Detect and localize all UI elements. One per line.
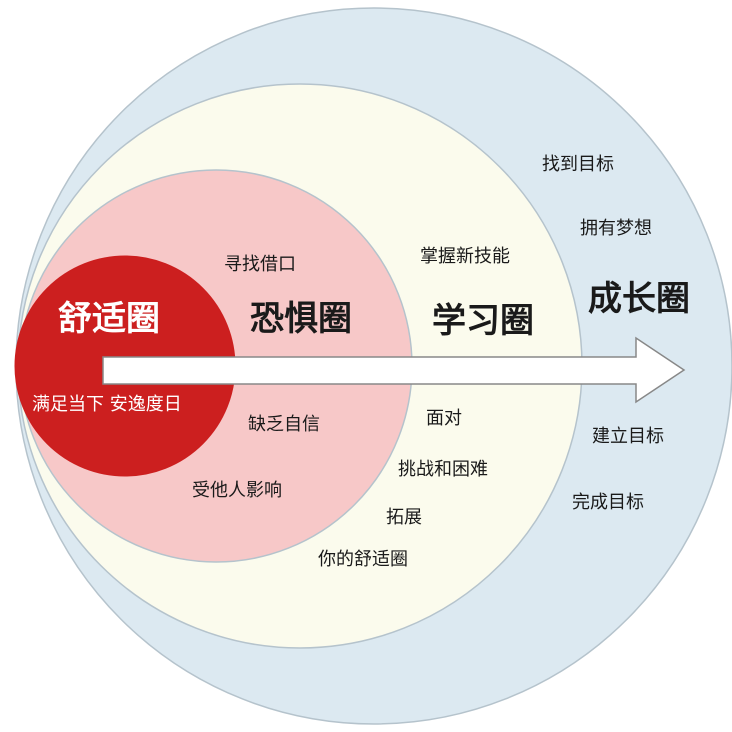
learning-zone-item: 面对: [426, 408, 462, 429]
growth-zone-title: 成长圈: [588, 279, 690, 319]
comfort-zone-item: 满足当下 安逸度日: [32, 394, 182, 415]
learning-zone-item: 你的舒适圈: [318, 549, 408, 570]
growth-zone-item: 完成目标: [572, 492, 644, 513]
learning-zone-item: 掌握新技能: [420, 246, 510, 267]
learning-zone-item: 挑战和困难: [398, 459, 488, 480]
fear-zone-title: 恐惧圈: [250, 299, 352, 339]
growth-zone-item: 拥有梦想: [580, 218, 652, 239]
fear-zone-item: 受他人影响: [192, 480, 282, 501]
learning-zone-title: 学习圈: [432, 301, 534, 341]
comfort-zone-title: 舒适圈: [58, 299, 160, 339]
growth-zone-item: 找到目标: [542, 154, 614, 175]
fear-zone-item: 寻找借口: [224, 254, 296, 275]
growth-zone-item: 建立目标: [592, 426, 664, 447]
fear-zone-item: 缺乏自信: [248, 414, 320, 435]
learning-zone-item: 拓展: [386, 507, 422, 528]
growth-arrow: [102, 336, 686, 404]
